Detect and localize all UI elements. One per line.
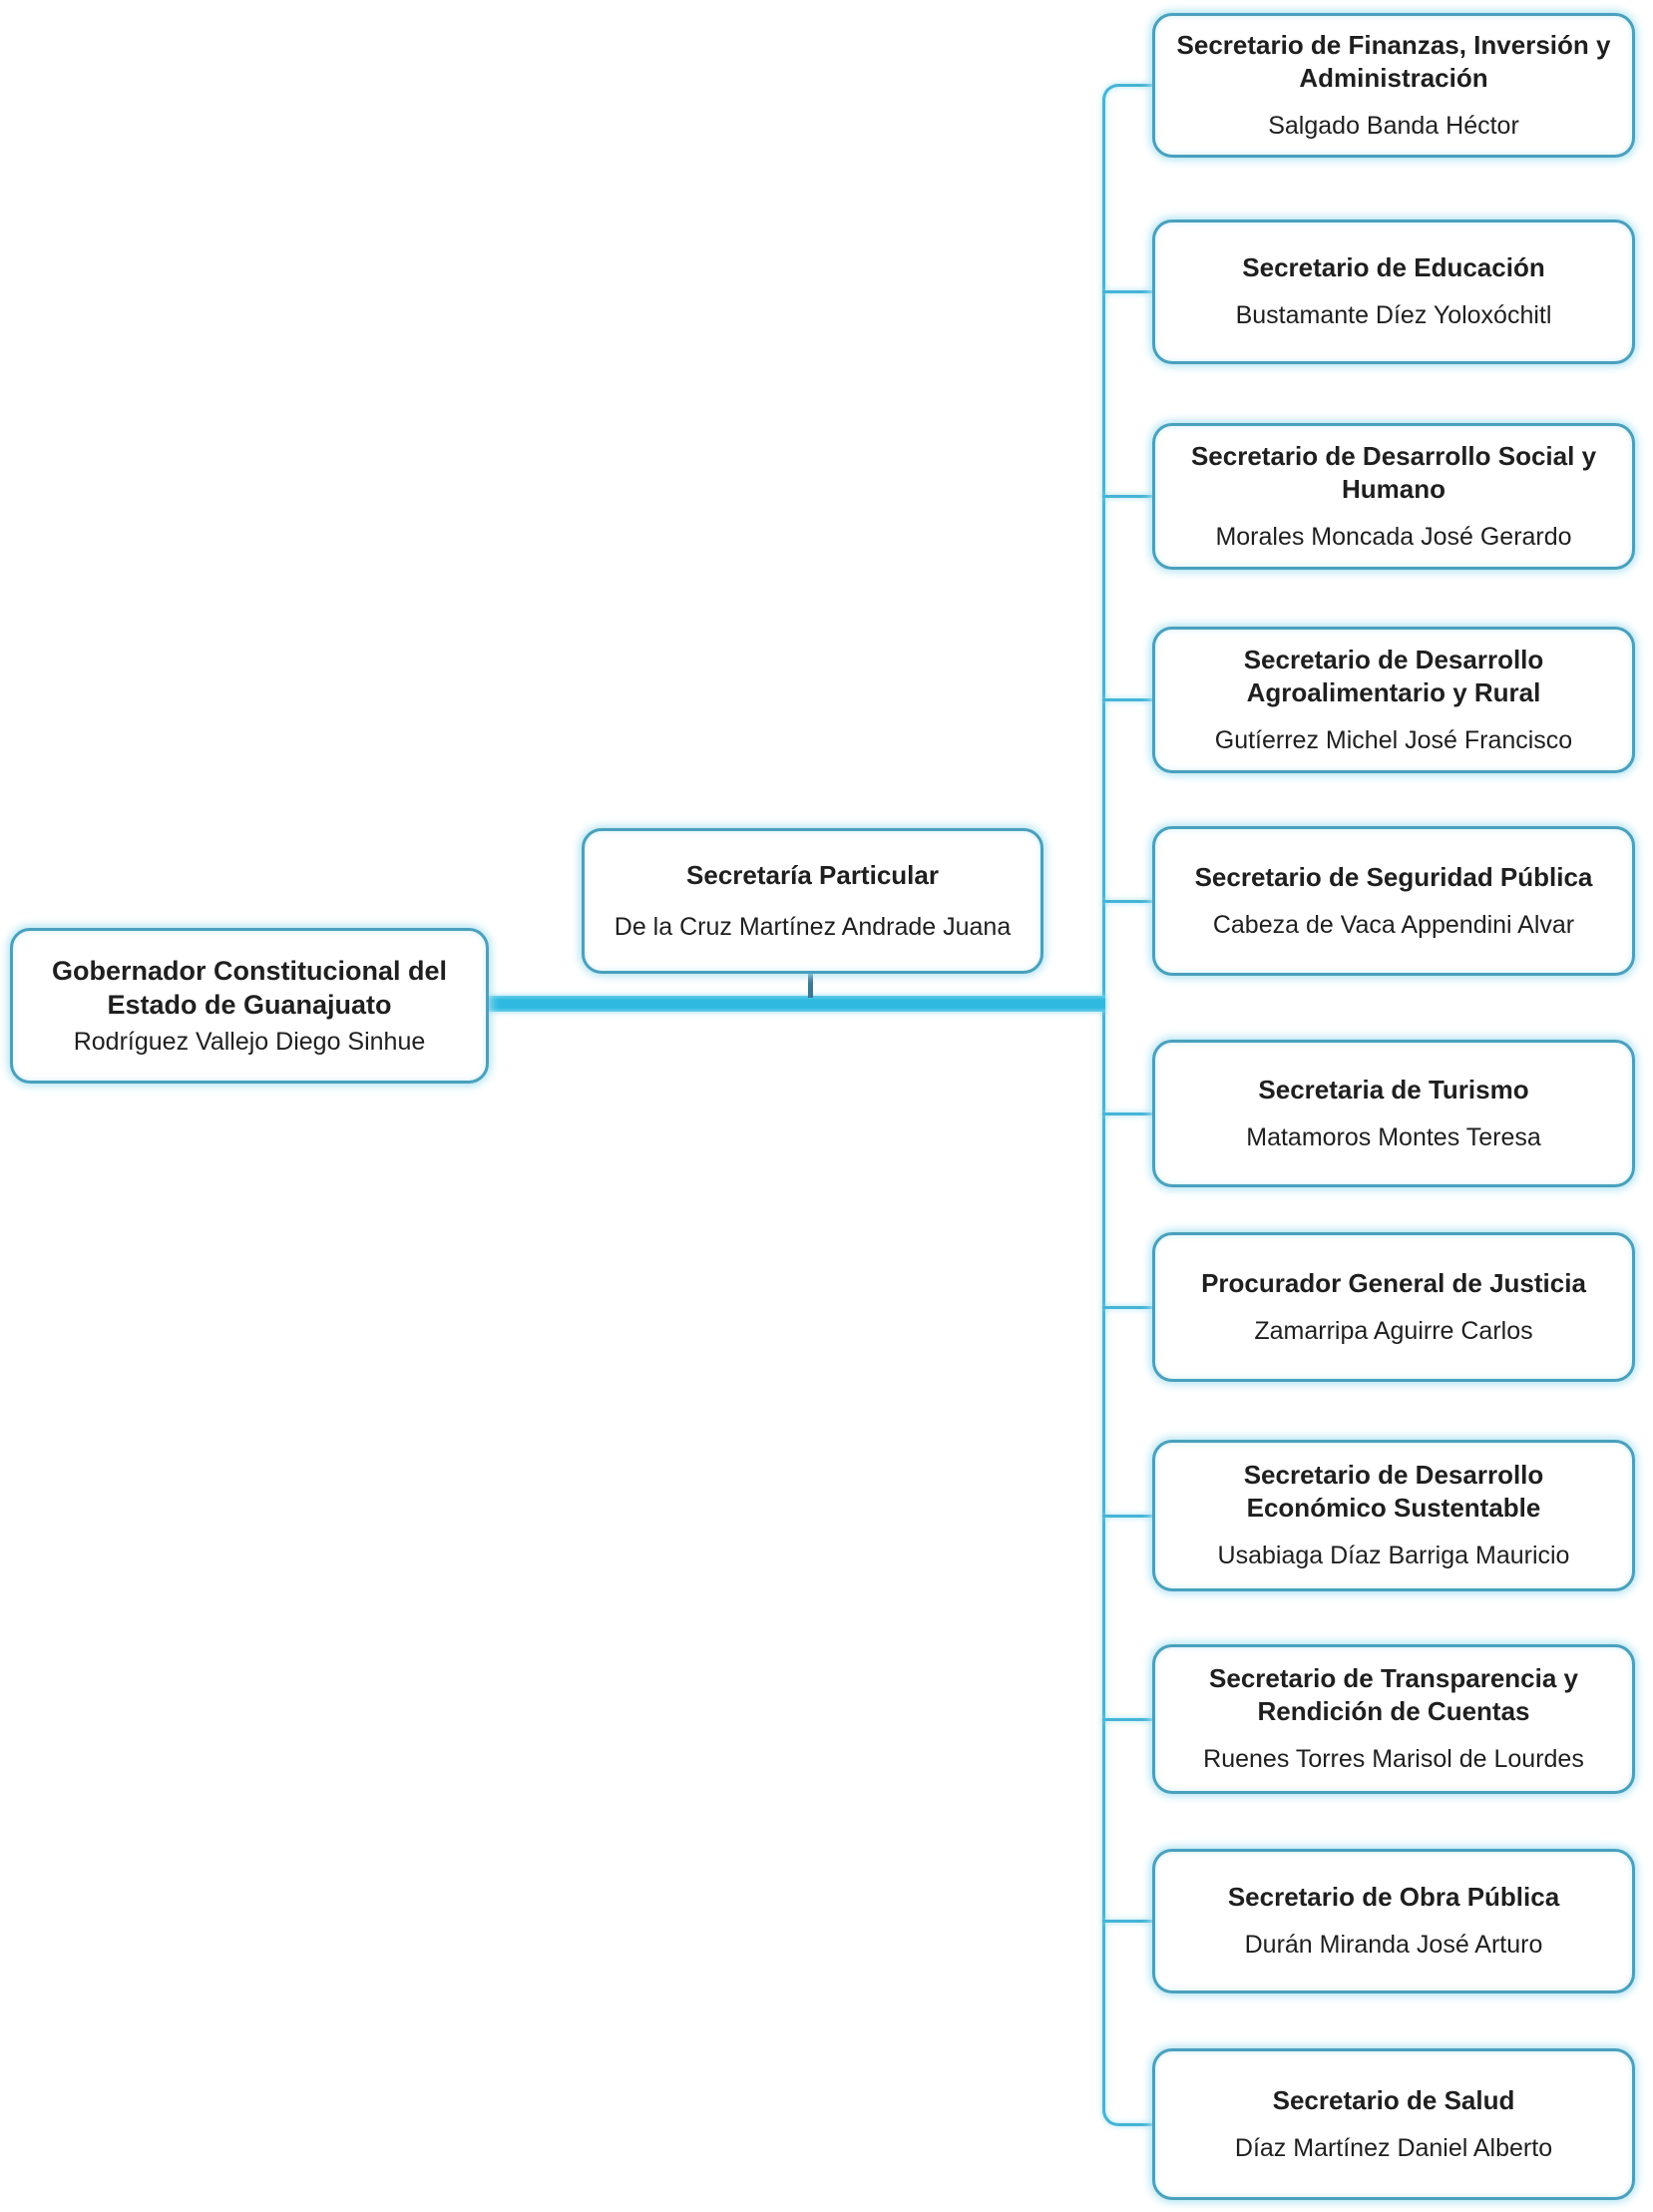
node-secretary-title: Secretario de Educación [1242,252,1545,283]
connector-stub [1102,290,1154,293]
connector-trunk [1102,84,1154,2126]
node-secretary-title: Secretario de Desarrollo Económico Suste… [1243,1460,1544,1524]
node-secretary: Secretario de Desarrollo Agroalimentario… [1152,627,1635,773]
node-secretary-person: Usabiaga Díaz Barriga Mauricio [1217,1542,1570,1570]
connector-stub [1102,495,1154,498]
connector-stub [1102,1111,1154,1115]
connector-stub [1102,1305,1154,1309]
connector-stub [1102,1920,1154,1923]
node-secretary-title: Secretario de Desarrollo Agroalimentario… [1243,644,1544,707]
node-secretary-person: Gutíerrez Michel José Francisco [1214,725,1573,754]
node-secretary-title: Secretario de Seguridad Pública [1194,861,1593,892]
node-secretary-person: Cabeza de Vaca Appendini Alvar [1212,910,1575,939]
node-secretary-person: Zamarripa Aguirre Carlos [1254,1316,1533,1345]
node-secretary-person: Díaz Martínez Daniel Alberto [1234,2133,1553,2162]
node-secretary-title: Secretario de Finanzas, Inversión y Admi… [1176,29,1611,93]
node-secretary-person: Bustamante Díez Yoloxóchitl [1235,301,1552,330]
node-secretary-person: Matamoros Montes Teresa [1246,1122,1541,1151]
node-secretary-title: Secretaria de Turismo [1258,1074,1529,1105]
connector-stub [1102,1717,1154,1721]
connector-particular-stub [808,970,813,998]
node-secretary-title: Secretario de Transparencia y Rendición … [1209,1663,1578,1727]
node-secretary-person: Durán Miranda José Arturo [1244,1931,1543,1960]
node-secretary-person: Salgado Banda Héctor [1268,111,1519,140]
connector-stub [1102,698,1154,701]
node-secretaria-particular: Secretaría Particular De la Cruz Martíne… [582,828,1043,974]
node-governor-title: Gobernador Constitucional del Estado de … [51,955,448,1020]
node-secretary: Secretario de Transparencia y Rendición … [1152,1644,1635,1794]
node-secretary-title: Secretario de Salud [1272,2084,1515,2115]
node-secretary-title: Procurador General de Justicia [1201,1267,1586,1298]
node-secretary: Secretario de Finanzas, Inversión y Admi… [1152,13,1635,158]
node-particular-title: Secretaría Particular [686,859,939,890]
node-secretary-title: Secretario de Obra Pública [1227,1882,1560,1913]
connector-governor-line [487,996,1105,1012]
connector-stub [1102,1514,1154,1518]
node-secretary-person: Ruenes Torres Marisol de Lourdes [1203,1745,1584,1774]
node-governor-person: Rodríguez Vallejo Diego Sinhue [73,1028,426,1057]
node-secretary-person: Morales Moncada José Gerardo [1215,522,1572,551]
node-secretary-title: Secretario de Desarrollo Social y Humano [1190,440,1597,504]
node-secretary: Secretario de Desarrollo Económico Suste… [1152,1440,1635,1591]
node-particular-person: De la Cruz Martínez Andrade Juana [614,912,1012,941]
node-governor: Gobernador Constitucional del Estado de … [10,928,489,1084]
node-secretary: Secretario de Desarrollo Social y Humano… [1152,423,1635,570]
connector-stub [1102,899,1154,903]
